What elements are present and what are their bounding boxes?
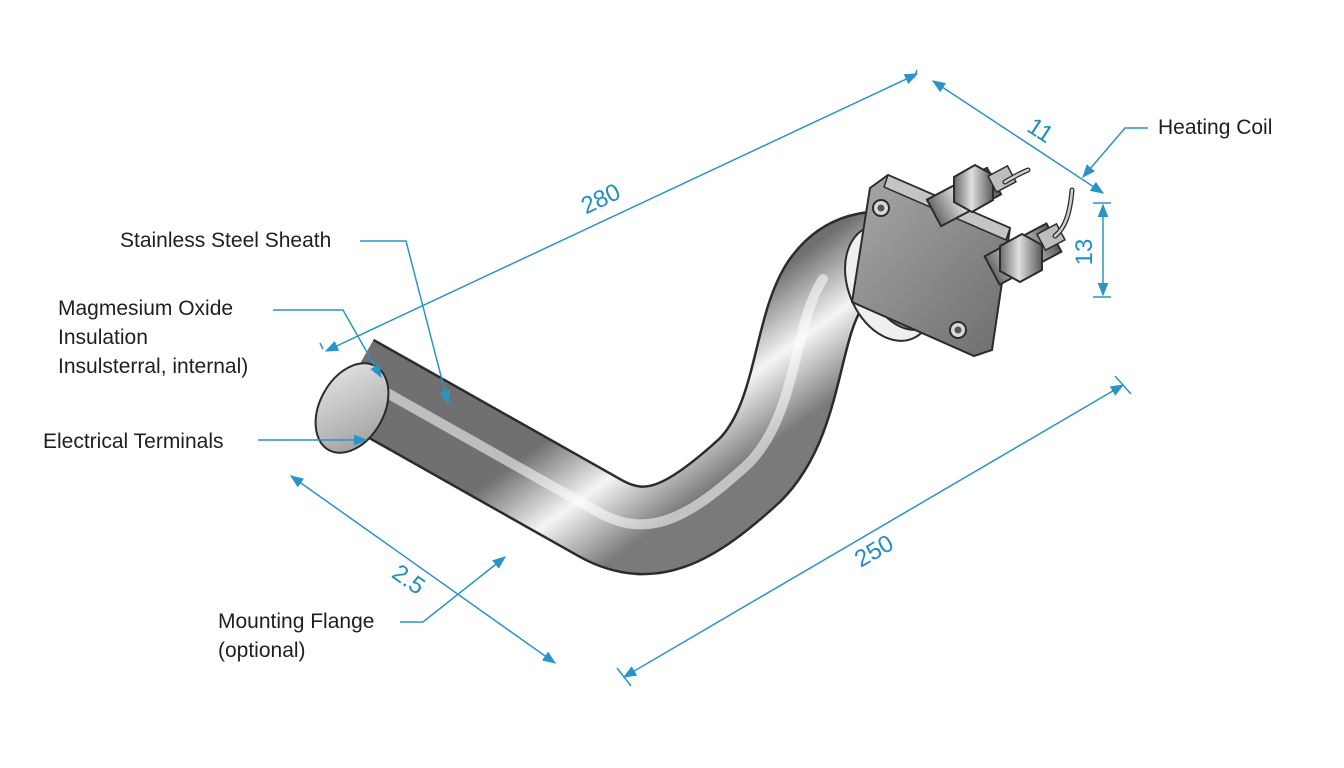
label-terminals: Electrical Terminals — [43, 430, 224, 453]
leader-insulation — [273, 309, 382, 379]
label-flange-line1: Mounting Flange — [218, 610, 375, 633]
label-flange-line2: (optional) — [218, 639, 306, 662]
label-heating-coil: Heating Coil — [1158, 116, 1273, 139]
leader-heating-coil — [1082, 127, 1148, 179]
terminal-stud-lower — [983, 187, 1075, 286]
dimension-bottom-length-value: 250 — [850, 530, 898, 573]
leader-sheath — [360, 240, 451, 405]
dimension-flange-height-value: 13 — [1071, 239, 1098, 266]
label-insulation-line2: Insulation — [58, 326, 148, 349]
heating-element-tube — [329, 209, 909, 576]
label-sheath: Stainless Steel Sheath — [120, 229, 332, 252]
label-insulation-line3: Insulsterral, internal) — [58, 355, 249, 378]
leader-flange — [400, 556, 507, 623]
label-insulation-line1: Magmesium Oxide — [58, 297, 234, 320]
dimension-flange-height: 13 — [1071, 202, 1111, 298]
dimension-tube-diameter-value: 2.5 — [387, 559, 430, 600]
